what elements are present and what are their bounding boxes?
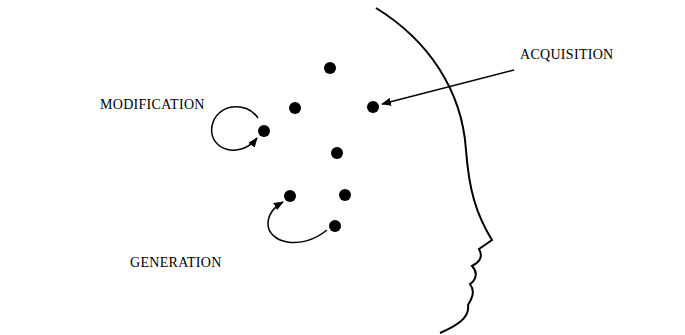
process-label: ACQUISITION: [520, 48, 614, 62]
generation-arrow: [268, 202, 327, 243]
modification-loop: [212, 107, 258, 151]
process-label: GENERATION: [130, 256, 222, 270]
acquisition-arrow: [382, 70, 514, 104]
process-label: MODIFICATION: [100, 98, 205, 112]
head-profile: [376, 8, 492, 333]
